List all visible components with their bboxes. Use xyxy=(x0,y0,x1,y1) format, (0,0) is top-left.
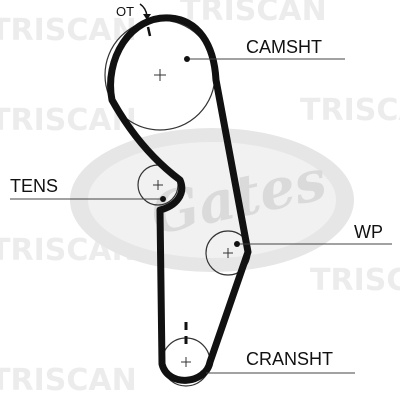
ot-arrow-icon xyxy=(143,14,151,20)
gates-logo: Gates xyxy=(70,128,354,272)
crankshaft-callout: CRANSHT xyxy=(200,349,355,376)
watermark-text-row-6: TRISCAN xyxy=(300,93,400,128)
watermark-text-row-5: TRISCAN xyxy=(180,0,327,28)
crankshaft-label: CRANSHT xyxy=(246,349,333,369)
watermark-text-row-1: TRISCAN xyxy=(0,13,137,48)
camshaft-label: CAMSHT xyxy=(246,37,322,57)
tensioner-callout: TENS xyxy=(10,176,166,202)
watermark-text-row-7: TRISCAN xyxy=(310,263,400,298)
timing-belt xyxy=(107,14,252,384)
water-pump-callout: WP xyxy=(234,222,392,247)
watermark-text-row-4: TRISCAN xyxy=(0,363,137,398)
ot-label: OT xyxy=(116,4,134,19)
ot-marker: OT xyxy=(116,3,152,37)
camshaft-callout: CAMSHT xyxy=(184,37,345,62)
water-pump-label: WP xyxy=(354,222,383,242)
tensioner-label: TENS xyxy=(10,176,58,196)
